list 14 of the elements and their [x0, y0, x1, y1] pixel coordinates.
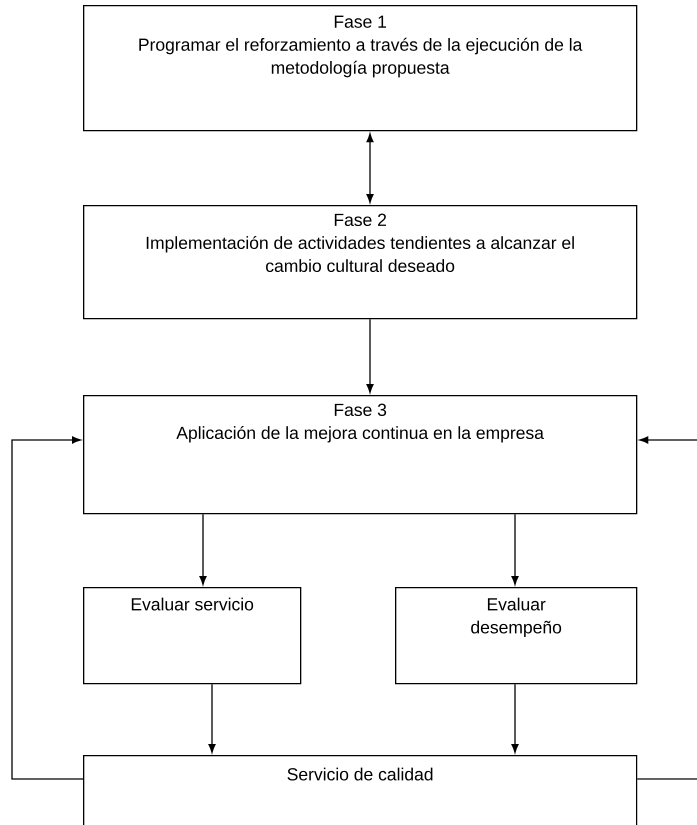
process-box: Servicio de calidad — [83, 755, 638, 825]
arrow — [511, 684, 519, 753]
arrow — [199, 514, 207, 585]
arrow — [511, 514, 519, 585]
arrow — [366, 133, 374, 203]
process-box: Evaluar servicio — [83, 587, 302, 684]
phase-box: Fase 2 Implementación de actividades tendientes a alcanzar el cambio cultural deseado — [83, 205, 638, 320]
arrow — [11, 436, 83, 780]
process-box: Evaluar desempeño — [395, 587, 638, 684]
phase-box: Fase 1 Programar el reforzamiento a través de la ejecución de la metodología propuesta — [83, 5, 638, 132]
arrow — [366, 319, 374, 393]
arrow — [639, 436, 697, 444]
phase-box: Fase 3 Aplicación de la mejora continua en la empresa — [83, 395, 638, 514]
arrow — [208, 684, 216, 753]
